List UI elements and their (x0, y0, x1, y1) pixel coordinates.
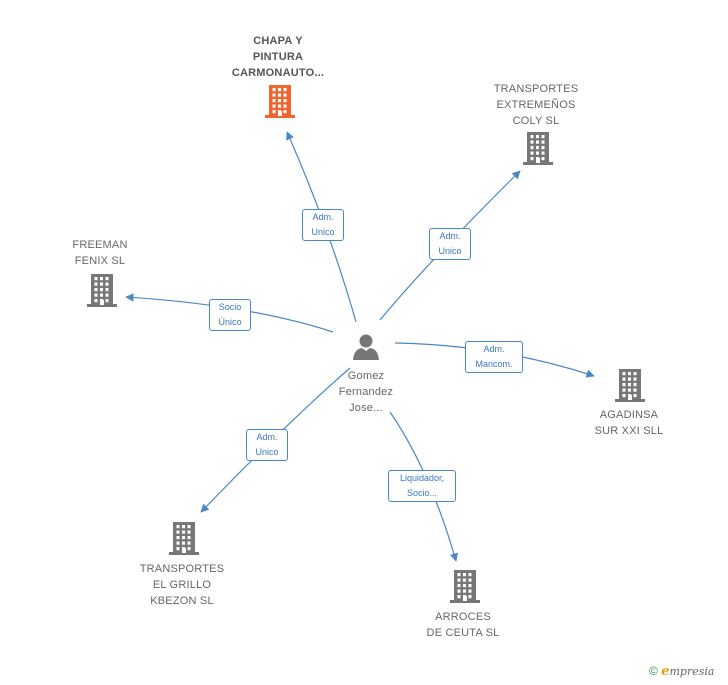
relation-label-line: Unico (311, 227, 335, 237)
company-arroces-building-icon[interactable] (449, 568, 481, 604)
company-name-line: TRANSPORTES (139, 563, 225, 575)
relation-label-line: Unico (438, 246, 462, 256)
company-freeman-label[interactable]: FREEMAN FENIX SL (30, 237, 170, 269)
relation-label-line: Adm. (439, 231, 461, 241)
company-chapa-building-icon[interactable] (264, 83, 296, 119)
person-icon[interactable] (351, 332, 381, 362)
company-transportes-extremenos-building-icon[interactable] (522, 130, 554, 166)
company-transportes-extremenos-label[interactable]: TRANSPORTES EXTREMEÑOS COLY SL (466, 81, 606, 129)
person-name-line: Gomez (347, 370, 385, 382)
company-name-line: FENIX SL (74, 255, 126, 267)
company-name-line: CHAPA Y (253, 35, 303, 47)
relation-badge-chapa[interactable]: Adm. Unico (302, 209, 344, 241)
company-transportes-grillo-label[interactable]: TRANSPORTES EL GRILLO KBEZON SL (112, 561, 252, 609)
empresia-logo: empresia (661, 664, 715, 679)
relation-label-line: Liquidador, (399, 473, 445, 483)
company-name-line: TRANSPORTES (493, 83, 579, 95)
relation-badge-transportes-extremenos[interactable]: Adm. Unico (429, 228, 471, 260)
company-transportes-grillo-building-icon[interactable] (168, 520, 200, 556)
company-name-line: EXTREMEÑOS (496, 99, 576, 111)
company-name-line: CARMONAUTO... (231, 67, 325, 79)
relation-badge-agadinsa[interactable]: Adm. Mancom. (465, 341, 523, 373)
relation-badge-transportes-grillo[interactable]: Adm. Unico (246, 429, 288, 461)
company-agadinsa-building-icon[interactable] (614, 367, 646, 403)
company-arroces-label[interactable]: ARROCES DE CEUTA SL (393, 609, 533, 641)
company-name-line: AGADINSA (599, 409, 659, 421)
relation-badge-arroces[interactable]: Liquidador, Socio... (388, 470, 456, 502)
relation-label-line: Socio (218, 302, 242, 312)
company-name-line: EL GRILLO (152, 579, 212, 591)
footer-brand: © empresia (649, 664, 714, 679)
relation-label-line: Socio... (406, 488, 437, 498)
copyright-icon: © (649, 664, 658, 678)
company-name-line: KBEZON SL (150, 595, 214, 607)
company-name-line: DE CEUTA SL (426, 627, 500, 639)
company-name-line: COLY SL (512, 115, 560, 127)
company-name-line: PINTURA (252, 51, 304, 63)
relation-label-line: Adm. (483, 344, 505, 354)
company-chapa-label[interactable]: CHAPA Y PINTURA CARMONAUTO... (208, 33, 348, 81)
relation-label-line: Adm. (256, 432, 278, 442)
relation-label-line: Único (218, 317, 242, 327)
relation-label-line: Adm. (312, 212, 334, 222)
relation-label-line: Mancom. (475, 359, 513, 369)
person-name-line: Fernandez (338, 386, 394, 398)
company-name-line: FREEMAN (72, 239, 128, 251)
company-name-line: SUR XXI SLL (594, 425, 664, 437)
relation-label-line: Unico (255, 447, 279, 457)
company-freeman-building-icon[interactable] (86, 272, 118, 308)
company-name-line: ARROCES (435, 611, 491, 623)
person-name-line: Jose... (349, 402, 383, 414)
company-agadinsa-label[interactable]: AGADINSA SUR XXI SLL (559, 407, 699, 439)
